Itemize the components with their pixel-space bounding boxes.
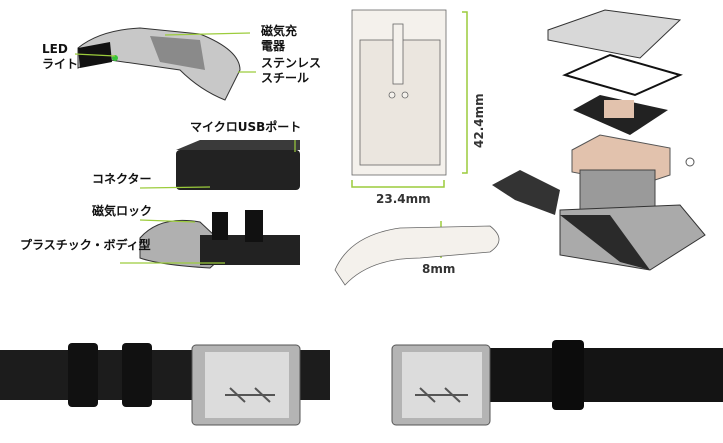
width-dimension: 23.4mm xyxy=(376,192,431,206)
label-line: LED xyxy=(42,42,68,56)
magnetic-charger-label: 磁気充電器 xyxy=(261,24,297,54)
plastic-body-label: プラスチック・ボディ型 xyxy=(20,238,151,252)
front-view-drawing xyxy=(351,9,447,176)
exploded-view-illustration xyxy=(492,9,706,271)
label-line: ステンレス xyxy=(261,56,322,70)
belt-right-illustration xyxy=(391,340,723,426)
height-dimension: 42.4mm xyxy=(472,93,486,148)
label-line: ライト xyxy=(42,57,79,71)
connector-label: コネクター xyxy=(92,172,152,186)
buckle-top-illustration xyxy=(77,27,241,101)
connector-illustration xyxy=(176,150,300,190)
stainless-steel-label: ステンレススチール xyxy=(261,56,321,86)
thickness-dimension: 8mm xyxy=(422,262,456,276)
label-line: スチール xyxy=(261,71,310,85)
belt-left-illustration xyxy=(0,343,330,426)
label-line: 磁気充 xyxy=(261,24,298,38)
side-view-drawing xyxy=(334,225,500,286)
base-illustration xyxy=(139,210,300,269)
magnetic-lock-label: 磁気ロック xyxy=(92,204,153,218)
label-line: 電器 xyxy=(261,39,286,53)
usb-port-label: マイクロUSBポート xyxy=(190,120,302,134)
